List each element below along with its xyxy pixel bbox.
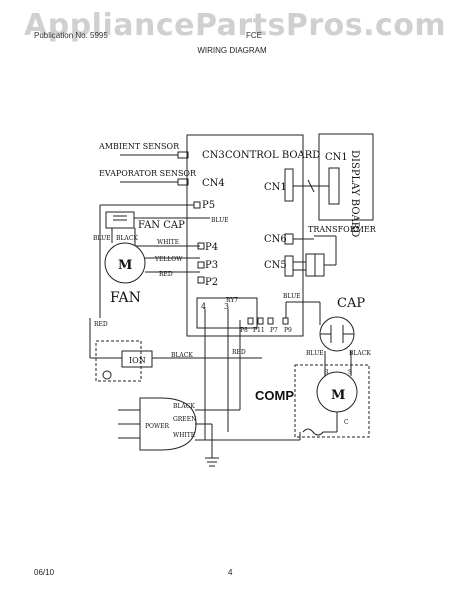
ry7-label: RY7 bbox=[226, 297, 238, 304]
p9-label: P9 bbox=[284, 327, 292, 334]
fan-motor-outline bbox=[104, 242, 146, 284]
p4-label: P4 bbox=[205, 242, 218, 253]
wire-blue-label-1: BLUE bbox=[93, 235, 111, 242]
p7-label: P7 bbox=[270, 327, 278, 334]
wire-blue-label-4: BLUE bbox=[306, 350, 324, 357]
fan-cap-label: FAN CAP bbox=[138, 220, 185, 231]
control-board-label: CONTROL BOARD bbox=[225, 150, 320, 161]
wire-white-label-2: WHITE bbox=[173, 432, 195, 439]
wire-red-label-2: RED bbox=[94, 321, 108, 328]
footer-date: 06/10 bbox=[34, 568, 55, 577]
comp-box bbox=[294, 364, 370, 438]
wire-black-label-1: BLACK bbox=[116, 235, 138, 242]
fan-cap-outline bbox=[105, 211, 135, 229]
power-label: POWER bbox=[145, 423, 170, 430]
watermark: AppliancePartsPros.com bbox=[24, 8, 447, 43]
display-board-outline bbox=[318, 133, 374, 221]
wire-red-label-3: RED bbox=[232, 349, 246, 356]
cn1-right-label: CN1 bbox=[325, 152, 348, 163]
cn5-label: CN5 bbox=[264, 260, 287, 271]
comp-c-label: C bbox=[344, 419, 349, 426]
relay-outline bbox=[196, 297, 258, 329]
comp-s-label: S bbox=[348, 369, 352, 376]
display-board-label: DISPLAY BOARD bbox=[349, 150, 360, 237]
control-cn1-connector bbox=[284, 168, 294, 202]
wire-black-label-4: BLACK bbox=[173, 403, 195, 410]
footer-page-number: 4 bbox=[228, 568, 233, 577]
cn1-left-label: CN1 bbox=[264, 182, 287, 193]
wire-yellow-label: YELLOW bbox=[154, 256, 183, 263]
cap-label: CAP bbox=[337, 296, 365, 311]
cn4-label: CN4 bbox=[202, 178, 225, 189]
cn6-label: CN6 bbox=[264, 234, 287, 245]
wire-black-label-2: BLACK bbox=[171, 352, 193, 359]
power-plug-outline bbox=[139, 397, 197, 451]
display-cn1-connector bbox=[328, 167, 340, 205]
comp-r-label: R bbox=[324, 369, 329, 376]
comp-motor-label: M bbox=[331, 388, 345, 403]
terminal-4-label: 4 bbox=[201, 302, 206, 311]
p8-label: P8 bbox=[240, 327, 248, 334]
control-board-outline bbox=[186, 134, 304, 337]
comp-label: COMP bbox=[255, 388, 294, 403]
page-title: WIRING DIAGRAM bbox=[197, 46, 267, 55]
fan-label: FAN bbox=[110, 290, 141, 306]
terminal-3-label: 3 bbox=[224, 302, 229, 311]
wire-white-label-1: WHITE bbox=[157, 239, 179, 246]
ion-label: ION bbox=[129, 356, 146, 365]
cn3-label: CN3 bbox=[202, 150, 225, 161]
p11-label: P11 bbox=[253, 327, 265, 334]
transformer-label: TRANSFORMER bbox=[308, 225, 377, 234]
wire-blue-label-2: BLUE bbox=[211, 217, 229, 224]
p5-label: P5 bbox=[202, 200, 215, 211]
header-left-text: Publication No. 5995 bbox=[34, 31, 108, 40]
wire-black-label-3: BLACK bbox=[349, 350, 371, 357]
wire-red-label-1: RED bbox=[159, 271, 173, 278]
ion-group-outline bbox=[95, 340, 142, 382]
evaporator-sensor-label: EVAPORATOR SENSOR bbox=[99, 169, 197, 178]
wire-green-label: GREEN bbox=[173, 416, 196, 423]
p2-label: P2 bbox=[205, 277, 218, 288]
wire-blue-label-3: BLUE bbox=[283, 293, 301, 300]
p3-label: P3 bbox=[205, 260, 218, 271]
header-right-text: FCE bbox=[246, 31, 262, 40]
ion-box bbox=[121, 350, 153, 368]
ambient-sensor-label: AMBIENT SENSOR bbox=[98, 142, 180, 151]
fan-motor-label: M bbox=[118, 258, 132, 273]
